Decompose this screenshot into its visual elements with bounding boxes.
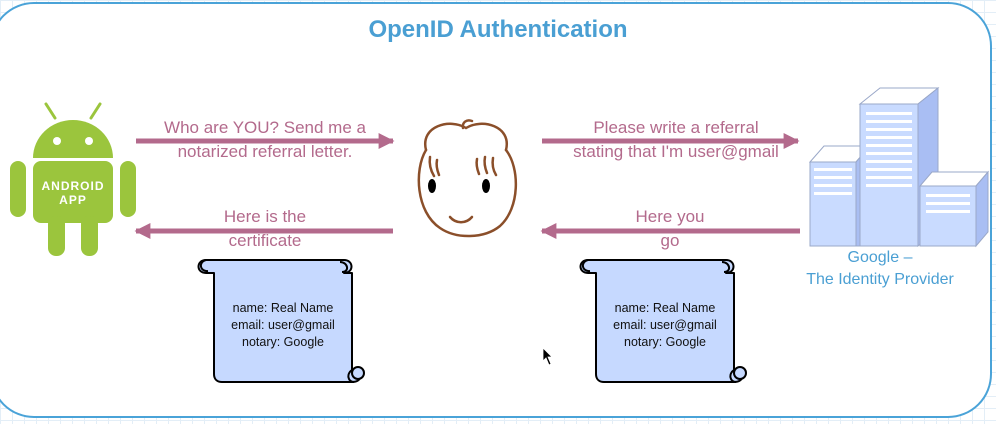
provider-caption: Google – The Identity Provider [780, 247, 980, 291]
certificate-left-text: name: Real Name email: user@gmail notary… [214, 300, 352, 351]
certificate-left-notary: notary: Google [242, 335, 324, 349]
android-logo-line2: APP [59, 193, 87, 207]
certificate-right-notary: notary: Google [624, 335, 706, 349]
message-reply-left-line2: certificate [228, 231, 302, 250]
android-logo-text: ANDROID APP [33, 179, 113, 207]
certificate-right-email: email: user@gmail [613, 318, 717, 332]
message-request-left-line2: notarized referral letter. [177, 142, 353, 161]
certificate-right-name: name: Real Name [614, 301, 716, 315]
message-request-right-line2: stating that I'm user@gmail [573, 142, 779, 161]
certificate-scroll-right-icon [579, 259, 747, 383]
certificate-left-name: name: Real Name [232, 301, 334, 315]
message-reply-right: Here you go [580, 205, 760, 253]
provider-caption-line2: The Identity Provider [806, 271, 954, 288]
message-request-left-line1: Who are YOU? Send me a [164, 118, 366, 137]
message-request-left: Who are YOU? Send me a notarized referra… [136, 116, 394, 164]
certificate-right-text: name: Real Name email: user@gmail notary… [596, 300, 734, 351]
diagram-title: OpenID Authentication [368, 16, 628, 43]
message-request-right-line1: Please write a referral [593, 118, 759, 137]
message-reply-right-line1: Here you [635, 207, 705, 226]
message-reply-left-line1: Here is the [223, 207, 307, 226]
message-reply-left: Here is the certificate [170, 205, 360, 253]
provider-caption-line1: Google – [847, 249, 913, 266]
certificate-scroll-left-icon [197, 259, 365, 383]
certificate-left-email: email: user@gmail [231, 318, 335, 332]
message-reply-right-line2: go [660, 231, 680, 250]
android-logo-line1: ANDROID [41, 179, 105, 193]
message-request-right: Please write a referral stating that I'm… [542, 116, 810, 164]
